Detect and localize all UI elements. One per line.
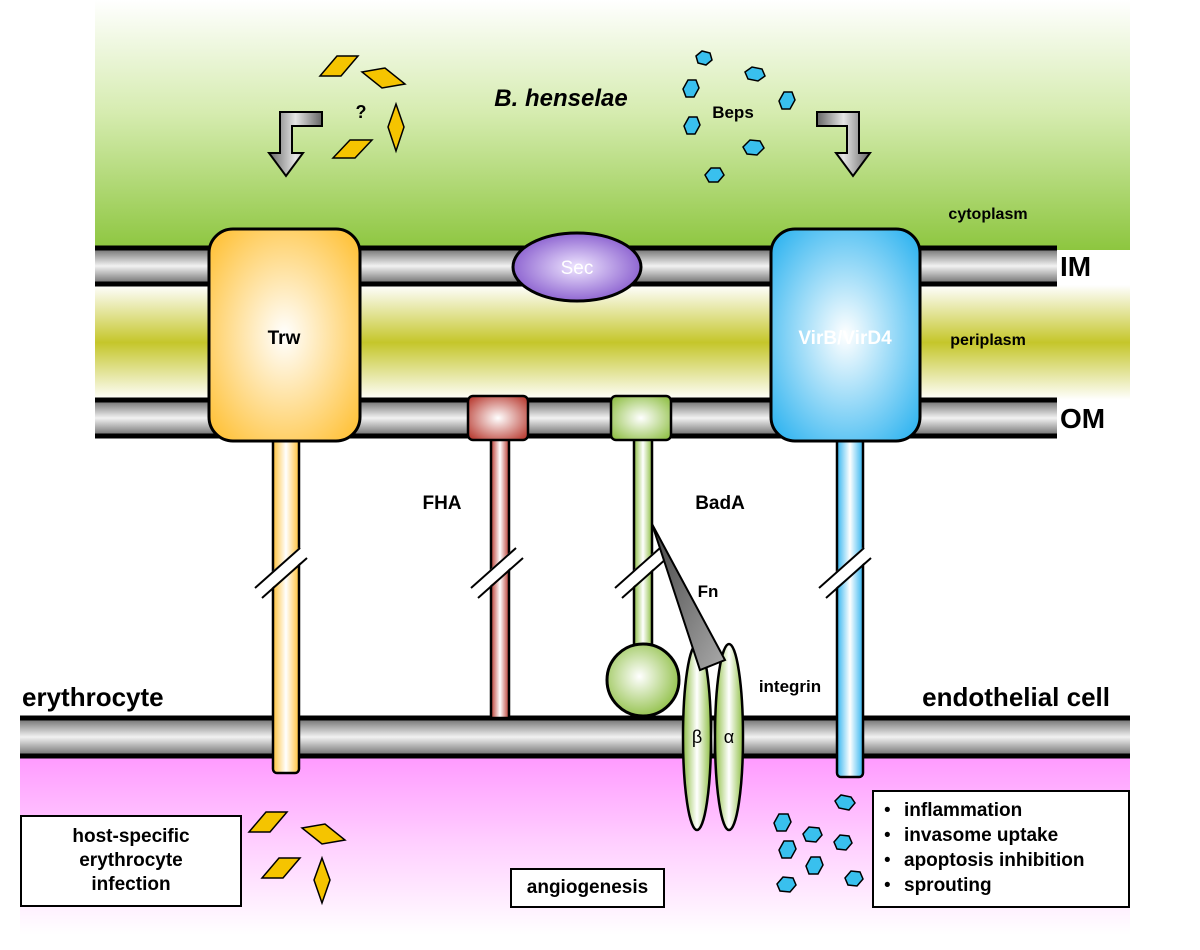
bep-hexagon <box>802 826 823 843</box>
effector-diamond <box>247 811 289 833</box>
bada-adhesin <box>605 394 681 718</box>
fn-label: Fn <box>698 582 719 601</box>
beta-subunit-label: β <box>692 727 702 747</box>
host-trw-effectors <box>247 811 347 906</box>
sec-label: Sec <box>561 258 594 279</box>
trw-secretion-system <box>207 227 362 775</box>
outer-membrane-label: OM <box>1060 403 1105 434</box>
endothelial-effects-list: inflammation invasome uptake apoptosis i… <box>884 798 1118 898</box>
host-specific-line: erythrocyte <box>79 850 183 871</box>
bep-hexagon <box>695 50 713 66</box>
trw-import-arrow <box>267 111 323 178</box>
periplasm-label: periplasm <box>950 332 1026 349</box>
trw-effectors-cluster <box>318 55 407 159</box>
bep-hexagon <box>682 79 700 98</box>
effect-item: apoptosis inhibition <box>884 848 1118 873</box>
virb-label: VirB/VirD4 <box>798 328 892 349</box>
angiogenesis-label: angiogenesis <box>526 877 649 898</box>
alpha-subunit-label: α <box>724 727 734 747</box>
bep-hexagon <box>704 167 725 183</box>
erythrocyte-label: erythrocyte <box>22 682 164 712</box>
bep-hexagon <box>778 91 796 110</box>
effector-diamond <box>318 55 360 77</box>
bep-hexagon <box>778 840 797 859</box>
host-specific-infection-box: host-specific erythrocyte infection <box>20 815 242 907</box>
fibronectin <box>651 523 727 672</box>
host-specific-line: host-specific <box>72 826 190 847</box>
bacterial-cytoplasm-region <box>95 0 1130 250</box>
integrin-label: integrin <box>759 677 821 696</box>
angiogenesis-box: angiogenesis <box>510 868 665 908</box>
bep-hexagon <box>776 876 797 893</box>
bep-hexagon <box>773 813 792 832</box>
bep-hexagon <box>833 834 853 851</box>
bep-hexagon <box>834 794 856 811</box>
bep-hexagon <box>683 116 701 135</box>
endothelial-cell-label: endothelial cell <box>922 682 1110 712</box>
virb-import-arrow <box>816 111 872 178</box>
bep-hexagon <box>742 139 765 156</box>
effect-item: sprouting <box>884 873 1118 898</box>
effector-diamond <box>387 101 405 154</box>
break-mark <box>614 547 668 599</box>
virb-virdd4-secretion-system <box>769 227 922 779</box>
effect-item: inflammation <box>884 798 1118 823</box>
host-plasma-membrane <box>20 715 1130 759</box>
bep-hexagon <box>744 66 766 82</box>
endothelial-effects-box: inflammation invasome uptake apoptosis i… <box>872 790 1130 908</box>
bada-label: BadA <box>695 493 745 514</box>
fha-label: FHA <box>422 493 461 514</box>
beps-label: Beps <box>712 103 754 122</box>
effect-item: invasome uptake <box>884 823 1118 848</box>
bep-hexagon <box>805 856 824 875</box>
integrin-receptor <box>681 642 745 832</box>
effector-diamond <box>360 67 407 89</box>
effector-diamond <box>300 823 347 845</box>
sec-translocon <box>511 231 643 303</box>
break-mark <box>470 547 524 599</box>
host-beps-cluster <box>773 794 864 893</box>
organism-label: B. henselae <box>494 85 627 112</box>
beps-cluster <box>682 50 796 183</box>
bep-hexagon <box>844 870 864 887</box>
integrin-alpha-subunit <box>713 642 745 832</box>
effector-diamond <box>331 139 374 159</box>
cytoplasm-label: cytoplasm <box>948 206 1027 223</box>
unknown-effector-label: ? <box>356 102 367 122</box>
host-specific-line: infection <box>91 874 171 895</box>
break-mark <box>254 547 308 599</box>
break-mark <box>818 547 872 599</box>
effector-diamond <box>260 857 302 879</box>
trw-label: Trw <box>268 328 301 349</box>
inner-membrane-label: IM <box>1060 251 1091 282</box>
fha-adhesin <box>466 394 530 720</box>
effector-diamond <box>313 855 331 906</box>
